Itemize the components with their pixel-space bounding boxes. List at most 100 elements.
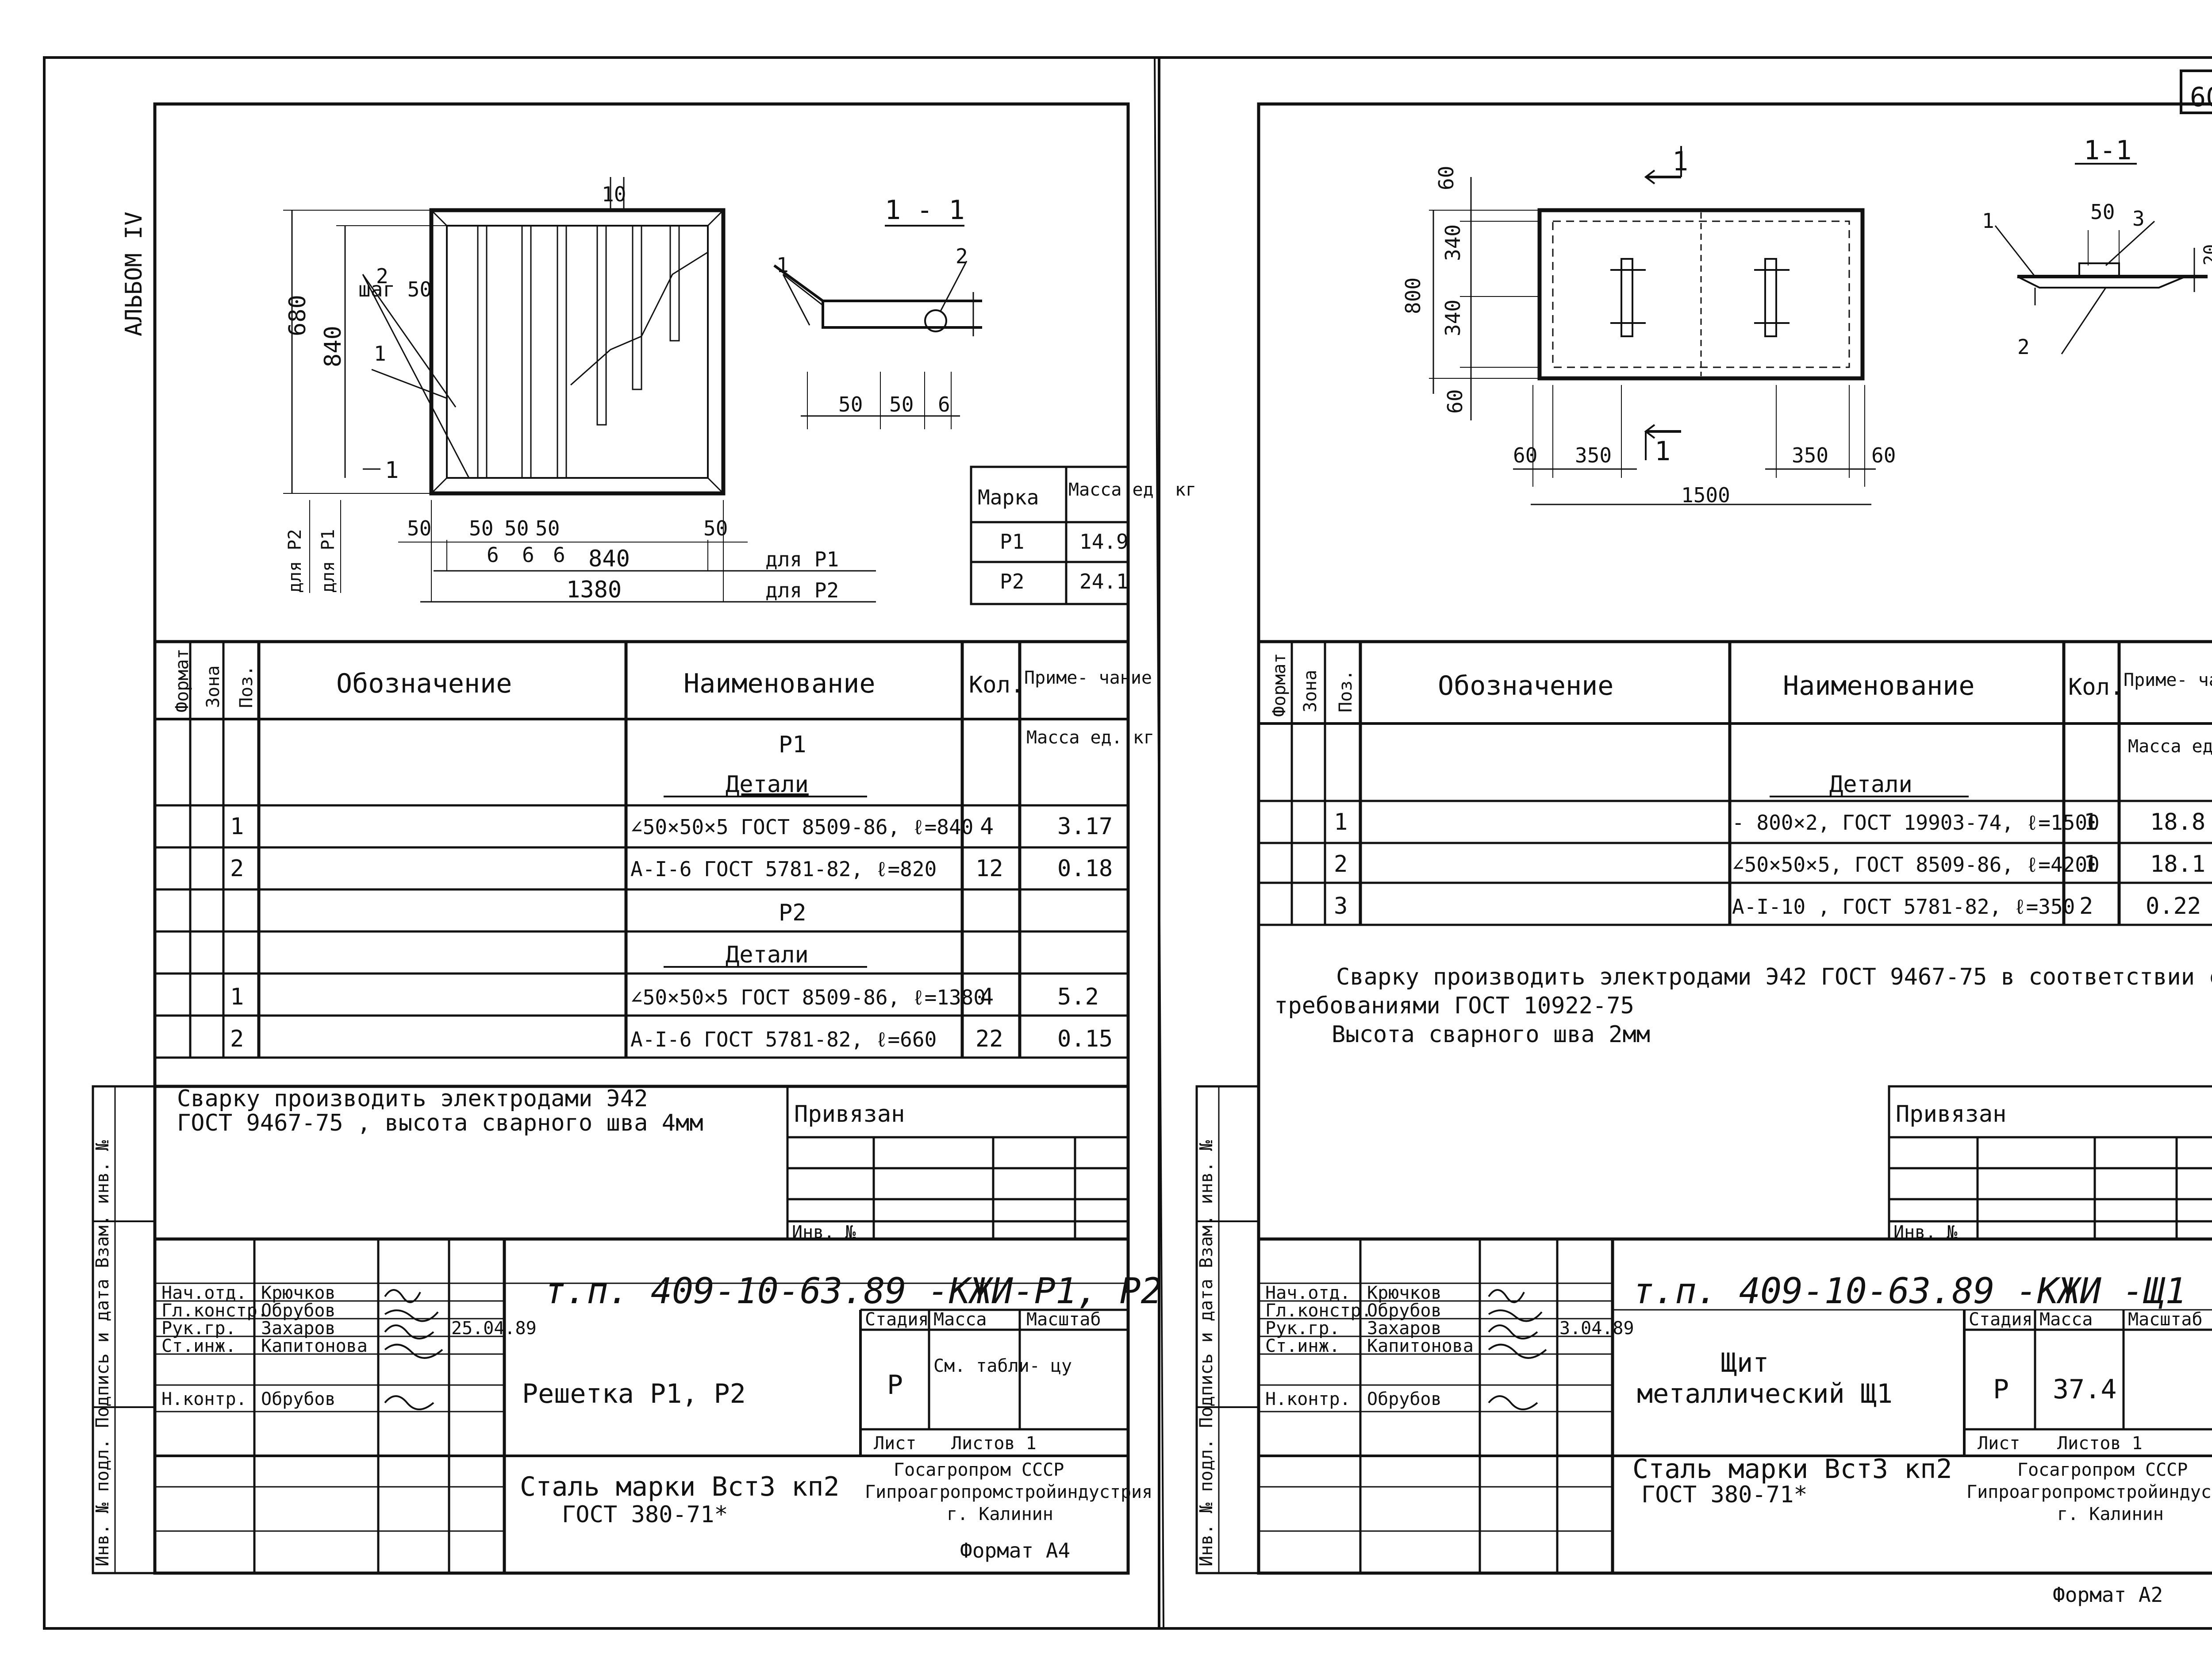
- right-massa-header: Масса: [2039, 1309, 2093, 1330]
- left-massa-value: См. табли- цу: [933, 1356, 1072, 1376]
- dim-v800: 800: [1401, 277, 1425, 314]
- dim-b50a: 50: [407, 516, 431, 540]
- dim-w840: 840: [588, 546, 630, 572]
- right-stadiya-value: Р: [1993, 1374, 2009, 1405]
- right-staff-role: Гл.констр.: [1265, 1301, 1372, 1321]
- mass-table-mark-header: Марка: [978, 485, 1039, 509]
- spec-row-naim: Детали: [1829, 771, 1912, 798]
- spec-row-prim: 18.1: [2150, 851, 2205, 877]
- dim-h60b: 60: [1871, 443, 1896, 467]
- right-format: Формат А2: [2053, 1583, 2163, 1607]
- left-staff-role: Нач.отд.: [161, 1283, 247, 1303]
- dim-h680: 680: [284, 295, 311, 336]
- spec-row-pos: 1: [1334, 809, 1348, 835]
- spec-row-prim: 0.18: [1057, 855, 1113, 882]
- dim-h350a: 350: [1575, 443, 1612, 467]
- dim-b50b: 50: [469, 516, 493, 540]
- left-section-pos2: 2: [956, 244, 968, 268]
- right-sheet: 60: [1195, 69, 2212, 1607]
- spec-h-prim: Приме- чание: [2124, 670, 2212, 690]
- left-material-2: ГОСТ 380-71*: [562, 1501, 728, 1528]
- spec-row-naim: А-I-10 , ГОСТ 5781-82, ℓ=350: [1732, 895, 2075, 919]
- dim-top10: 10: [602, 182, 626, 206]
- right-spec-table: [1259, 640, 2212, 926]
- right-side-stamp: Инв. № подл. Подпись и дата Взам. инв. №: [1196, 1140, 1217, 1566]
- spec-h-format: Формат: [1269, 653, 1290, 717]
- left-note-2: ГОСТ 9467-75 , высота сварного шва 4мм: [177, 1110, 703, 1136]
- right-privyazan: Привязан: [1896, 1101, 2006, 1128]
- album-label: АЛЬБОМ IV: [121, 212, 147, 336]
- spec-h-prim: Приме- чание: [1024, 668, 1152, 688]
- left-staff-role: Н.контр.: [161, 1389, 247, 1409]
- dim-h350b: 350: [1792, 443, 1828, 467]
- left-spec-table: [155, 640, 1128, 1088]
- left-note-1: Сварку производить электродами Э42: [177, 1085, 648, 1112]
- left-privyazan: Привязан: [794, 1101, 905, 1128]
- spec-row-kol: 12: [975, 855, 1003, 882]
- spec-row-prim: 0.22: [2146, 893, 2201, 920]
- right-product-name-1: Щит: [1721, 1347, 1769, 1378]
- cut-mark: 1: [385, 457, 399, 484]
- right-note-2: требованиями ГОСТ 10922-75: [1274, 993, 1634, 1019]
- dim-v340b: 340: [1441, 300, 1465, 336]
- right-material-1: Сталь марки Вст3 кп2: [1632, 1454, 1952, 1485]
- spec-h-oboz: Обозначение: [1438, 670, 1613, 701]
- left-signatures: [384, 1289, 443, 1410]
- left-section-title: 1 - 1: [885, 195, 965, 226]
- spec-h-format: Формат: [172, 649, 192, 713]
- left-staff-role: Ст.инж.: [161, 1336, 236, 1356]
- spec-h-kol: Кол.: [2068, 674, 2124, 700]
- dim-h1500: 1500: [1681, 483, 1730, 507]
- spec-row-kol: 4: [980, 984, 994, 1010]
- dim-b50d: 50: [535, 516, 560, 540]
- spec-row-kol: 1: [2084, 809, 2097, 835]
- left-title-code: т.п. 409-10-63.89 -КЖИ-Р1, Р2: [544, 1270, 1162, 1312]
- mass-table-mark: Р1: [1000, 530, 1024, 554]
- spec-row-prim: Масса ед. кг: [1026, 727, 1154, 748]
- right-staff-name: Обрубов: [1367, 1389, 1442, 1409]
- spec-row-prim: 18.8: [2150, 809, 2205, 835]
- spec-h-naim: Наименование: [684, 668, 875, 699]
- dim-b50c: 50: [504, 516, 529, 540]
- right-section-pos3: 3: [2132, 207, 2145, 231]
- right-section-pos1: 1: [1982, 209, 1994, 233]
- spec-h-naim: Наименование: [1783, 670, 1974, 701]
- right-section-title: 1-1: [2084, 135, 2131, 166]
- right-staff-role: Н.контр.: [1265, 1389, 1351, 1409]
- spec-h-pos: Поз.: [1336, 670, 1356, 712]
- dim-h840: 840: [320, 326, 346, 367]
- for-p2-v: для Р2: [285, 529, 305, 593]
- dim-s50a: 50: [838, 393, 863, 416]
- spec-row-prim: 3.17: [1057, 813, 1113, 840]
- left-side-stamp: Инв. № подл. Подпись и дата Взам. инв. №: [92, 1140, 113, 1566]
- right-signatures: [1488, 1289, 1547, 1410]
- spec-row-kol: 1: [2084, 851, 2097, 877]
- right-section-drawing: [1994, 163, 2208, 354]
- dim-b6a: 6: [487, 543, 499, 567]
- for-p1: для Р1: [765, 547, 839, 571]
- left-staff-name: Капитонова: [261, 1336, 368, 1356]
- left-section-drawing: [773, 225, 982, 429]
- dim-b6c: 6: [553, 543, 565, 567]
- left-staff-role: Гл.констр.: [161, 1301, 268, 1321]
- spec-row-naim: ∠50×50×5, ГОСТ 8509-86, ℓ=4200: [1732, 853, 2100, 877]
- dim-s20: 20: [2200, 244, 2212, 266]
- left-section-pos1: 1: [776, 253, 789, 277]
- right-list-label: Лист: [1978, 1433, 2020, 1454]
- left-staff-name: Обрубов: [261, 1301, 336, 1321]
- left-staff-date: 25.04.89: [451, 1318, 537, 1339]
- dim-v340a: 340: [1441, 224, 1465, 261]
- spec-h-zone: Зона: [203, 666, 223, 708]
- spec-row-kol: 2: [2079, 893, 2093, 920]
- mass-table-mass-header: Масса ед. кг: [1068, 480, 1196, 500]
- spec-h-zone: Зона: [1300, 670, 1321, 712]
- spec-h-oboz: Обозначение: [336, 668, 512, 699]
- dim-s50b: 50: [889, 393, 914, 416]
- dim-b50e: 50: [703, 516, 728, 540]
- right-stadiya-header: Стадия: [1969, 1309, 2033, 1330]
- dim-s50: 50: [2090, 200, 2115, 224]
- left-staff-name: Обрубов: [261, 1389, 336, 1409]
- right-staff-date: 3.04.89: [1559, 1318, 1634, 1339]
- spec-row-pos: 2: [230, 855, 244, 882]
- right-staff-role: Ст.инж.: [1265, 1336, 1340, 1356]
